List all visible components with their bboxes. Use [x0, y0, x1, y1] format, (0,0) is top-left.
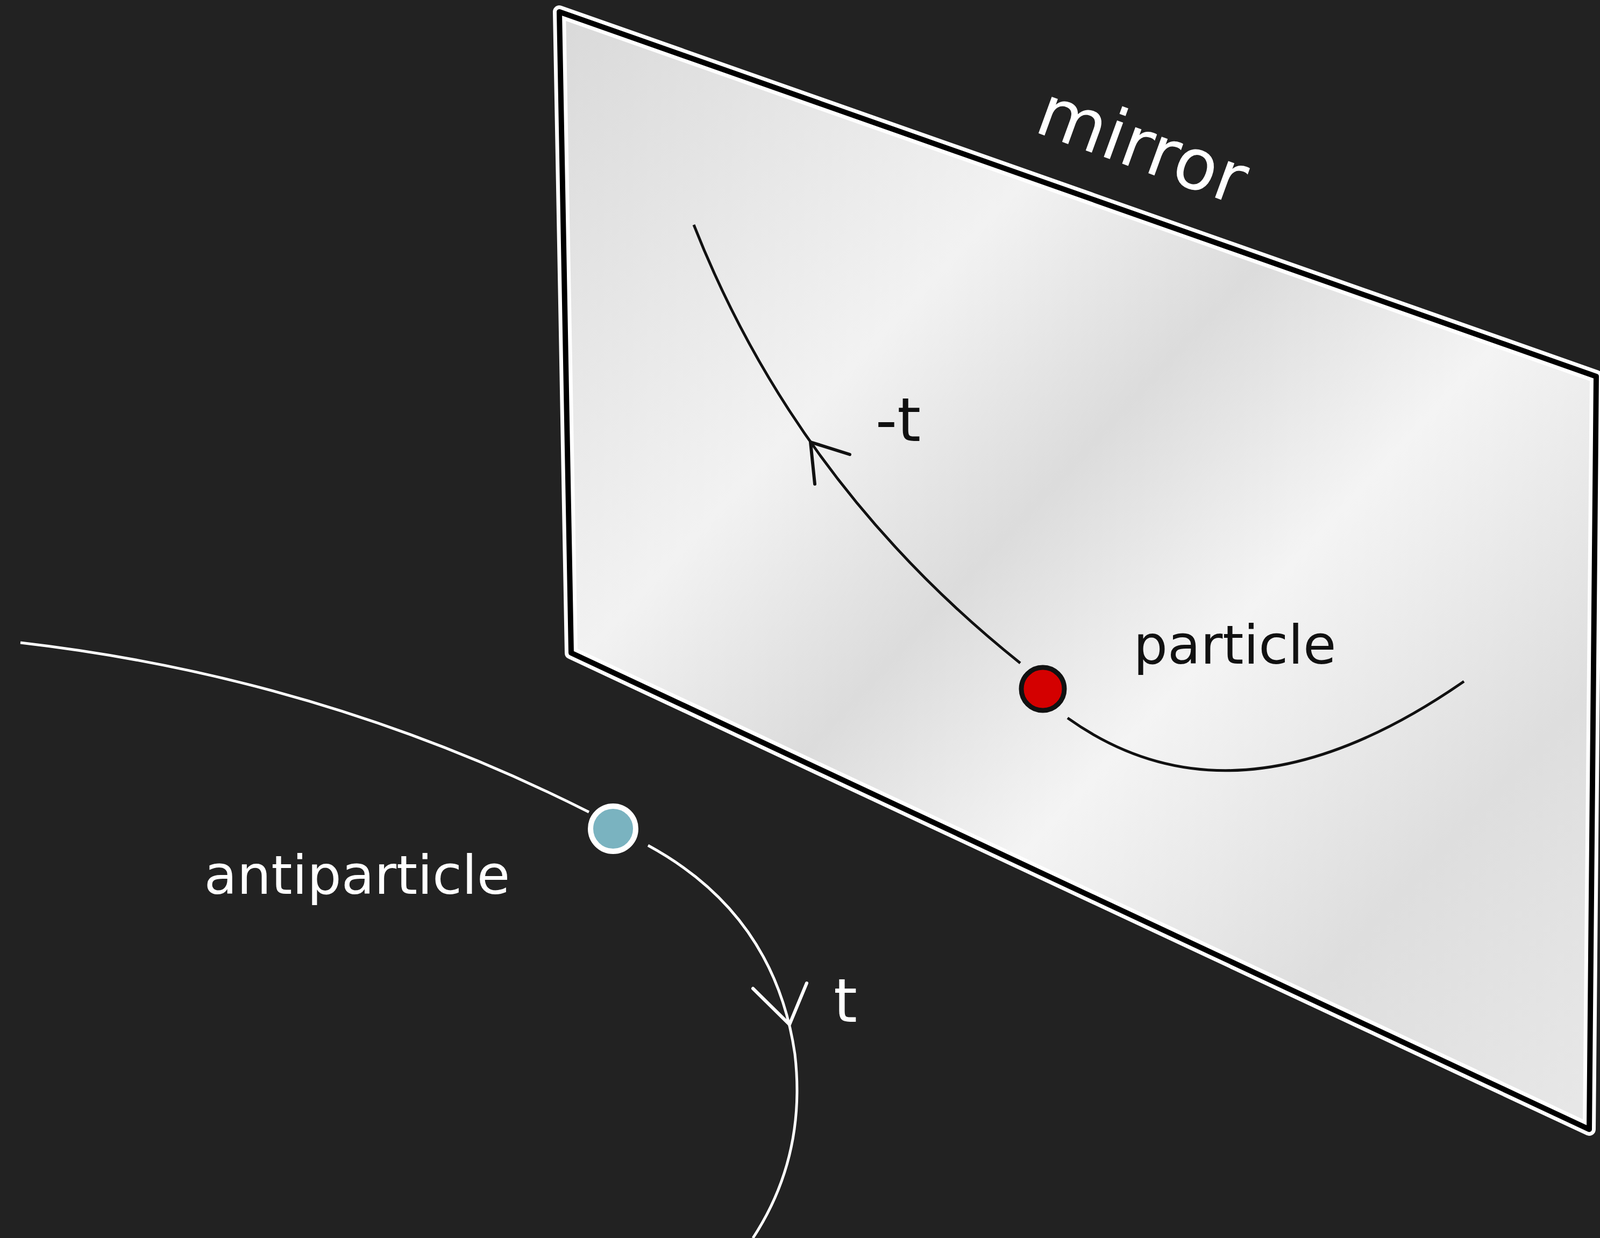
particle-dot: [1021, 667, 1065, 711]
antiparticle-path: [648, 845, 798, 1238]
particle-label: particle: [1133, 615, 1336, 675]
arrow-head: [752, 983, 807, 1025]
time-label: -t: [875, 387, 921, 454]
mirror-plane: [559, 11, 1597, 1130]
time-label: t: [833, 968, 858, 1035]
antiparticle-dot: [590, 806, 636, 852]
antiparticle-label: antiparticle: [204, 845, 511, 906]
arrow-head: [810, 442, 850, 485]
particle-path: [1067, 681, 1464, 771]
antiparticle-path: [20, 642, 589, 813]
particle-path: [693, 224, 1021, 664]
mirror-border: [559, 11, 1597, 1130]
